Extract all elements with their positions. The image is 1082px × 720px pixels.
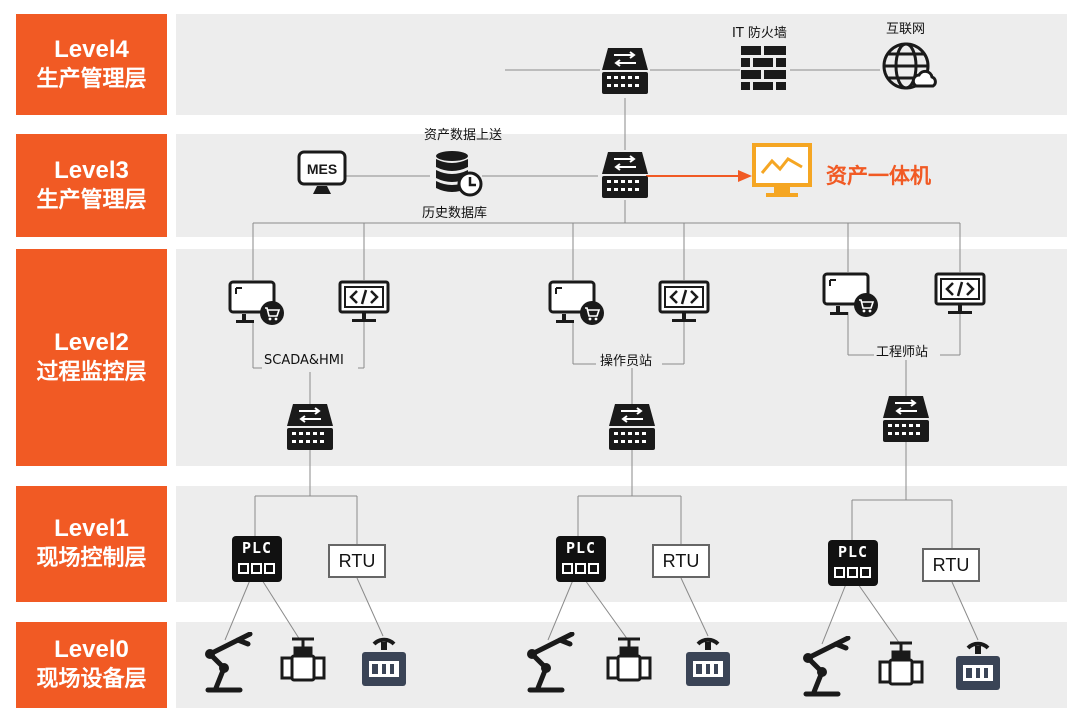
level1-label: Level1 现场控制层 — [16, 486, 167, 602]
level3-name: 生产管理层 — [36, 187, 147, 213]
level3-label: Level3 生产管理层 — [16, 134, 167, 237]
code-monitor-icon — [338, 280, 390, 322]
plc-text: PLC — [837, 543, 869, 561]
asset-appliance-label: 资产一体机 — [826, 164, 931, 188]
trend-monitor-icon — [752, 143, 812, 197]
switch-icon — [602, 152, 648, 198]
engineer-label: 工程师站 — [876, 345, 929, 360]
valve-icon — [878, 641, 924, 686]
level4-level: Level4 — [54, 35, 129, 63]
switch-icon — [883, 396, 929, 442]
level1-name: 现场控制层 — [36, 546, 147, 571]
plc-icon: PLC — [556, 536, 606, 582]
rtu-text: RTU — [932, 554, 970, 575]
globe-cloud-icon — [882, 42, 937, 90]
firewall-icon — [741, 46, 786, 90]
valve-icon — [606, 637, 652, 682]
rtu-icon: RTU — [328, 544, 386, 578]
switch-icon — [609, 404, 655, 450]
rtu-text: RTU — [662, 550, 700, 571]
remote-device-icon — [362, 637, 406, 686]
level2-name: 过程监控层 — [36, 359, 147, 385]
level1-level: Level1 — [54, 515, 129, 542]
plc-text: PLC — [565, 539, 597, 557]
level1-band — [176, 486, 1067, 602]
rtu-icon: RTU — [922, 548, 980, 582]
scada-label: SCADA&HMI — [264, 353, 344, 368]
code-monitor-icon — [658, 280, 710, 322]
robot-arm-icon — [803, 636, 851, 697]
level0-label: Level0 现场设备层 — [16, 622, 167, 708]
firewall-label: IT 防火墙 — [732, 26, 787, 41]
historian-label: 历史数据库 — [422, 206, 488, 221]
level0-name: 现场设备层 — [36, 667, 147, 692]
hmi-monitor-icon — [548, 280, 604, 325]
valve-icon — [280, 637, 326, 682]
level0-level: Level0 — [54, 636, 129, 663]
plc-icon: PLC — [828, 540, 878, 586]
remote-device-icon — [686, 637, 730, 686]
switch-icon — [602, 48, 648, 94]
mes-text: MES — [307, 161, 337, 177]
operator-label: 操作员站 — [600, 354, 653, 369]
level3-level: Level3 — [54, 156, 129, 184]
hmi-monitor-icon — [822, 272, 878, 317]
database-clock-icon — [436, 151, 483, 197]
level4-label: Level4 生产管理层 — [16, 14, 167, 115]
internet-label: 互联网 — [886, 22, 926, 37]
code-monitor-icon — [934, 272, 986, 314]
robot-arm-icon — [205, 632, 253, 693]
rtu-text: RTU — [338, 550, 376, 571]
robot-arm-icon — [527, 632, 575, 693]
rtu-icon: RTU — [652, 544, 710, 578]
plc-text: PLC — [241, 539, 273, 557]
level2-level: Level2 — [54, 328, 129, 356]
hmi-monitor-icon — [228, 280, 284, 325]
plc-icon: PLC — [232, 536, 282, 582]
remote-device-icon — [956, 641, 1000, 690]
level4-name: 生产管理层 — [36, 66, 147, 92]
mes-monitor-icon: MES — [297, 150, 347, 194]
switch-icon — [287, 404, 333, 450]
level2-label: Level2 过程监控层 — [16, 249, 167, 466]
upload-label: 资产数据上送 — [424, 128, 503, 143]
